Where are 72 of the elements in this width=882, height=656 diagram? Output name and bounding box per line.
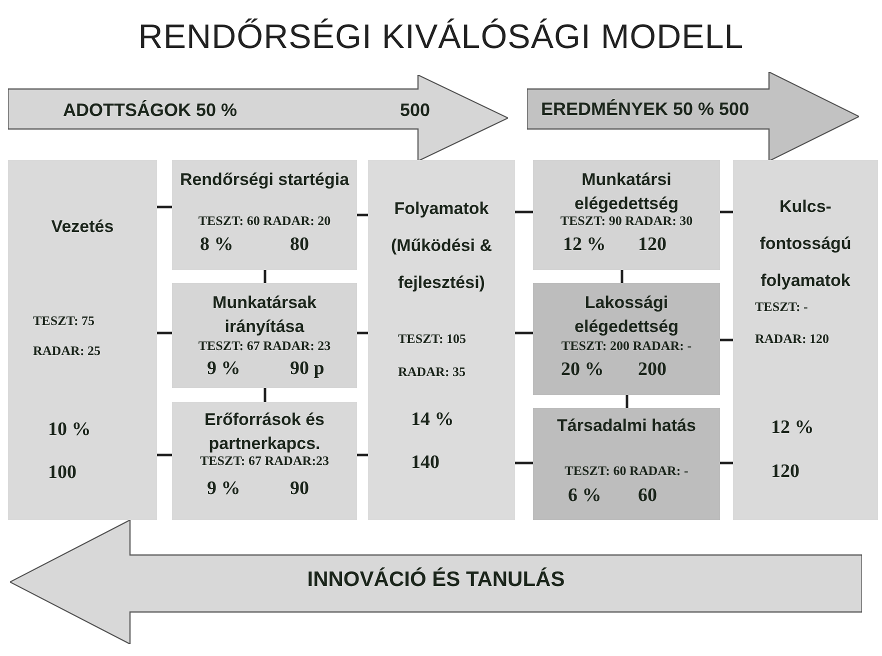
connector-line bbox=[626, 395, 628, 408]
score-text: TESZT: 105 bbox=[398, 332, 466, 346]
score-text: RADAR: 25 bbox=[33, 344, 101, 358]
connector-line bbox=[157, 206, 172, 208]
score-value: 90 p bbox=[290, 359, 324, 380]
connector-line bbox=[357, 332, 368, 334]
connector-line bbox=[620, 270, 624, 283]
connector-line bbox=[264, 388, 266, 402]
connector-line bbox=[720, 210, 733, 214]
criterion-box bbox=[172, 160, 357, 270]
connector-line bbox=[515, 462, 533, 464]
score-value: 100 bbox=[48, 463, 76, 484]
criterion-box bbox=[172, 402, 357, 520]
banner-text: ADOTTSÁGOK 50 % bbox=[63, 101, 238, 121]
banner-text: 500 bbox=[400, 101, 430, 121]
box-heading: Rendőrségi startégia bbox=[178, 169, 350, 191]
score-value: 90 bbox=[290, 479, 309, 500]
criterion-box bbox=[533, 160, 720, 270]
arrow-banner bbox=[527, 72, 859, 161]
score-text: TESZT: 60 RADAR: 20 bbox=[197, 214, 332, 228]
box-heading: Vezetés bbox=[50, 216, 115, 238]
connector-line bbox=[357, 454, 368, 456]
column-panel bbox=[8, 160, 157, 520]
score-value: 120 bbox=[771, 462, 800, 483]
score-text: TESZT: 200 RADAR: - bbox=[560, 339, 693, 354]
score-value: 8 % bbox=[200, 235, 234, 256]
score-text: TESZT: - bbox=[755, 300, 808, 314]
connector-line bbox=[157, 454, 172, 456]
score-text: TESZT: 60 RADAR: - bbox=[564, 464, 690, 478]
score-value: 80 bbox=[290, 235, 309, 256]
connector-line bbox=[157, 332, 172, 334]
box-heading: Kulcs- fontosságú folyamatok bbox=[758, 196, 852, 292]
score-value: 120 bbox=[638, 235, 666, 256]
box-heading: Társadalmi hatás bbox=[556, 415, 697, 437]
criterion-box bbox=[533, 408, 720, 520]
score-value: 14 % bbox=[411, 410, 454, 431]
score-text: RADAR: 35 bbox=[398, 365, 466, 380]
connector-line bbox=[515, 210, 533, 214]
banner-text: INNOVÁCIÓ ÉS TANULÁS bbox=[306, 568, 566, 592]
score-value: 12 % bbox=[771, 418, 814, 439]
score-text: RADAR: 120 bbox=[755, 332, 830, 346]
arrow-banner bbox=[10, 520, 862, 644]
connector-line bbox=[720, 462, 733, 464]
score-value: 60 bbox=[638, 486, 657, 507]
box-heading: Erőforrások és partnerkapcs. bbox=[204, 409, 326, 455]
banner-text: EREDMÉNYEK 50 % 500 bbox=[541, 100, 750, 120]
score-value: 9 % bbox=[207, 479, 240, 500]
connector-line bbox=[720, 338, 733, 342]
score-value: 140 bbox=[411, 453, 440, 474]
diagram-title: RENDŐRSÉGI KIVÁLÓSÁGI MODELL bbox=[137, 18, 745, 57]
score-value: 10 % bbox=[48, 420, 91, 441]
connector-line bbox=[515, 332, 533, 334]
box-heading: Munkatársak irányítása bbox=[212, 292, 318, 338]
criterion-box bbox=[172, 283, 357, 388]
box-heading: Lakossági elégedettség bbox=[574, 292, 680, 338]
arrow-banner bbox=[8, 75, 508, 161]
box-heading: Folyamatok (Működési & fejlesztési) bbox=[390, 198, 494, 294]
column-panel bbox=[733, 160, 878, 520]
score-value: 9 % bbox=[207, 359, 240, 380]
score-text: TESZT: 75 bbox=[33, 314, 95, 328]
connector-line bbox=[357, 214, 368, 216]
box-heading: Munkatársi elégedettség bbox=[574, 169, 680, 215]
score-text: TESZT: 67 RADAR:23 bbox=[198, 454, 330, 468]
score-value: 20 % bbox=[561, 360, 604, 381]
score-text: TESZT: 90 RADAR: 30 bbox=[559, 214, 694, 228]
score-value: 200 bbox=[638, 360, 666, 381]
score-value: 12 % bbox=[563, 235, 606, 256]
connector-line bbox=[264, 270, 266, 283]
column-panel bbox=[368, 160, 515, 520]
score-value: 6 % bbox=[568, 486, 602, 507]
criterion-box bbox=[533, 283, 720, 395]
score-text: TESZT: 67 RADAR: 23 bbox=[197, 339, 332, 354]
